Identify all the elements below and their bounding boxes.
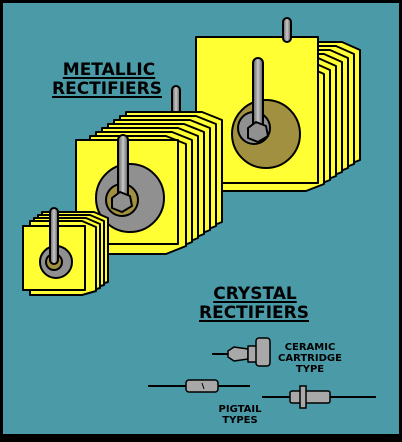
large-nut bbox=[247, 121, 269, 143]
pigtail-rectifier-left bbox=[148, 379, 250, 393]
cartridge-tip bbox=[227, 346, 249, 362]
ceramic-label-line1: CERAMIC bbox=[284, 342, 336, 353]
ceramic-label-line3: TYPE bbox=[295, 364, 325, 375]
small-terminal-post bbox=[49, 207, 59, 265]
pigtail-rectifier-right bbox=[262, 385, 376, 409]
medium-metallic-rectifier bbox=[75, 85, 223, 255]
pigtail-right-flange bbox=[299, 385, 307, 409]
crystal-label-line2: RECTIFIERS bbox=[199, 303, 309, 323]
pigtail-left-body bbox=[185, 379, 219, 393]
ceramic-cartridge-rectifier bbox=[212, 337, 271, 367]
pigtail-right-body bbox=[289, 390, 331, 404]
medium-top-stud bbox=[171, 85, 181, 115]
ceramic-label-line2: CARTRIDGE bbox=[278, 353, 342, 364]
large-terminal-post bbox=[252, 57, 264, 131]
metallic-label-line2: RECTIFIERS bbox=[52, 79, 162, 99]
large-top-stud bbox=[282, 17, 292, 43]
crystal-label-line1: CRYSTAL bbox=[213, 284, 297, 304]
large-metallic-rectifier bbox=[195, 17, 361, 192]
medium-terminal-post bbox=[117, 134, 129, 202]
metallic-label-line1: METALLIC bbox=[62, 60, 156, 80]
cartridge-cap bbox=[255, 337, 271, 367]
pigtail-label-line2: TYPES bbox=[222, 415, 258, 426]
small-metallic-rectifier bbox=[22, 207, 109, 296]
medium-nut bbox=[111, 191, 133, 213]
pigtail-label-line1: PIGTAIL bbox=[218, 404, 262, 415]
